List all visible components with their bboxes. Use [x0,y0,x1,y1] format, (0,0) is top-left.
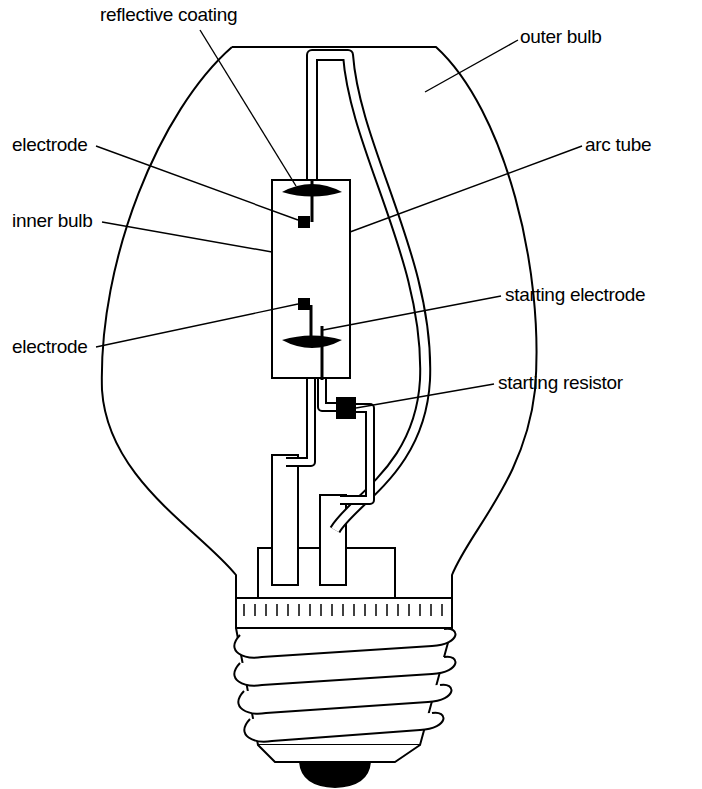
knurl-tick [441,604,443,616]
part-label: outer bulb [520,26,602,48]
part-label: arc tube [585,134,651,156]
outer-bulb [102,47,537,598]
part-label: reflective coating [100,4,237,26]
knurl-tick [408,604,410,616]
knurl-tick [397,604,399,616]
knurl-tick [320,604,322,616]
knurl-tick [298,604,300,616]
knurl-tick [265,604,267,616]
knurl-tick [287,604,289,616]
knurl-tick [386,604,388,616]
part-label: inner bulb [12,210,92,232]
part-label: electrode [12,134,87,156]
part-label: starting electrode [505,284,645,306]
part-label: electrode [12,336,87,358]
knurl-tick [430,604,432,616]
knurl-ticks [244,604,442,616]
knurl-tick [276,604,278,616]
knurl-tick [331,604,333,616]
starting-resistor [336,397,356,419]
knurl-tick [342,604,344,616]
arc-tube-parts [282,180,342,380]
knurl-tick [364,604,366,616]
knurl-tick [243,604,245,616]
knurl-tick [419,604,421,616]
knurl-tick [309,604,311,616]
leader-lines [96,30,582,408]
knurl-tick [254,604,256,616]
part-label: starting resistor [498,372,623,394]
knurl-tick [375,604,377,616]
knurl-tick [353,604,355,616]
arc-tube [272,180,350,378]
screw-base [234,598,455,787]
